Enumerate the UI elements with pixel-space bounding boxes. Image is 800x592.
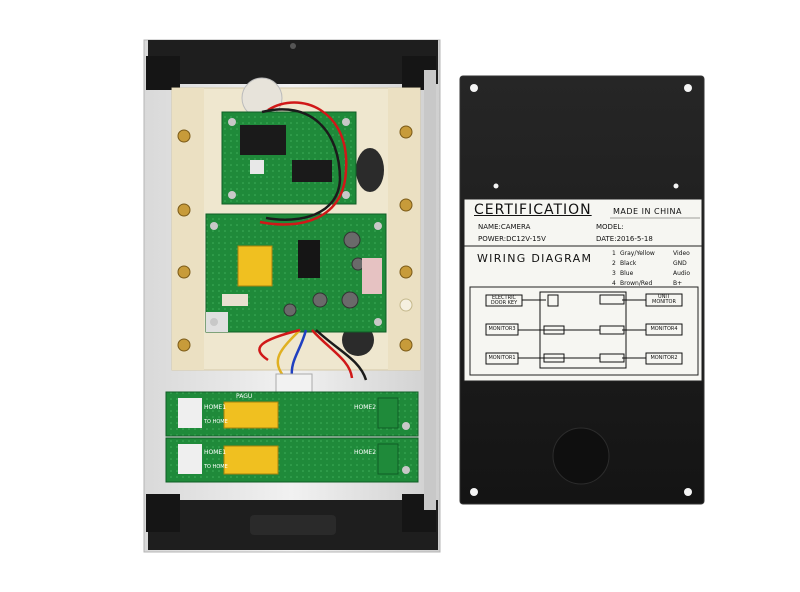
wire-color: Brown/Red	[620, 280, 653, 287]
relay1-brand: PAGU	[236, 393, 253, 400]
wire-function: Video	[673, 250, 690, 257]
monitor4-label: MONITOR4	[650, 326, 678, 332]
relay1-home1: HOME1	[204, 404, 227, 411]
relay1-to-home: TO HOME	[204, 419, 228, 425]
wiring-diagram	[485, 291, 683, 369]
wire-num: 3	[612, 270, 616, 277]
relay-board-2	[165, 437, 419, 483]
power-text: POWER:DC12V-15V	[478, 235, 546, 243]
wire-color: Black	[620, 260, 637, 267]
relay2-to-home: TO HOME	[204, 464, 228, 470]
wire-num: 4	[612, 280, 616, 287]
camera-board	[221, 111, 357, 205]
electric-door-key-label: ELECTRIC DOOR KEY	[490, 295, 518, 307]
model-text: MODEL:	[596, 223, 624, 231]
name-text: NAME:CAMERA	[478, 223, 531, 231]
wire-color: Gray/Yellow	[620, 250, 655, 257]
main-board	[205, 213, 387, 333]
relay2-home2: HOME2	[354, 449, 377, 456]
wire-num: 2	[612, 260, 616, 267]
wiring-diagram-title: WIRING DIAGRAM	[477, 252, 593, 265]
relay2-home1: HOME1	[204, 449, 227, 456]
relay1-home2: HOME2	[354, 404, 377, 411]
date-text: DATE:2016-5-18	[596, 235, 653, 243]
certification-title: CERTIFICATION	[474, 202, 592, 218]
monitor2-label: MONITOR2	[650, 355, 678, 361]
wire-function: GND	[673, 260, 687, 267]
wire-function: Audio	[673, 270, 691, 277]
monitor1-label: MONITOR1	[488, 355, 516, 361]
certification-label	[463, 198, 703, 382]
monitor3-label: MONITOR3	[488, 326, 516, 332]
wire-color: Blue	[620, 270, 634, 277]
unit-monitor-label: UNIT MONITOR	[652, 294, 676, 306]
wire-function: B+	[673, 280, 683, 287]
relay-board-1	[165, 391, 419, 437]
cable-hole	[552, 427, 610, 485]
wire-connector	[275, 373, 313, 393]
made-in-text: MADE IN CHINA	[613, 207, 682, 216]
wire-num: 1	[612, 250, 616, 257]
